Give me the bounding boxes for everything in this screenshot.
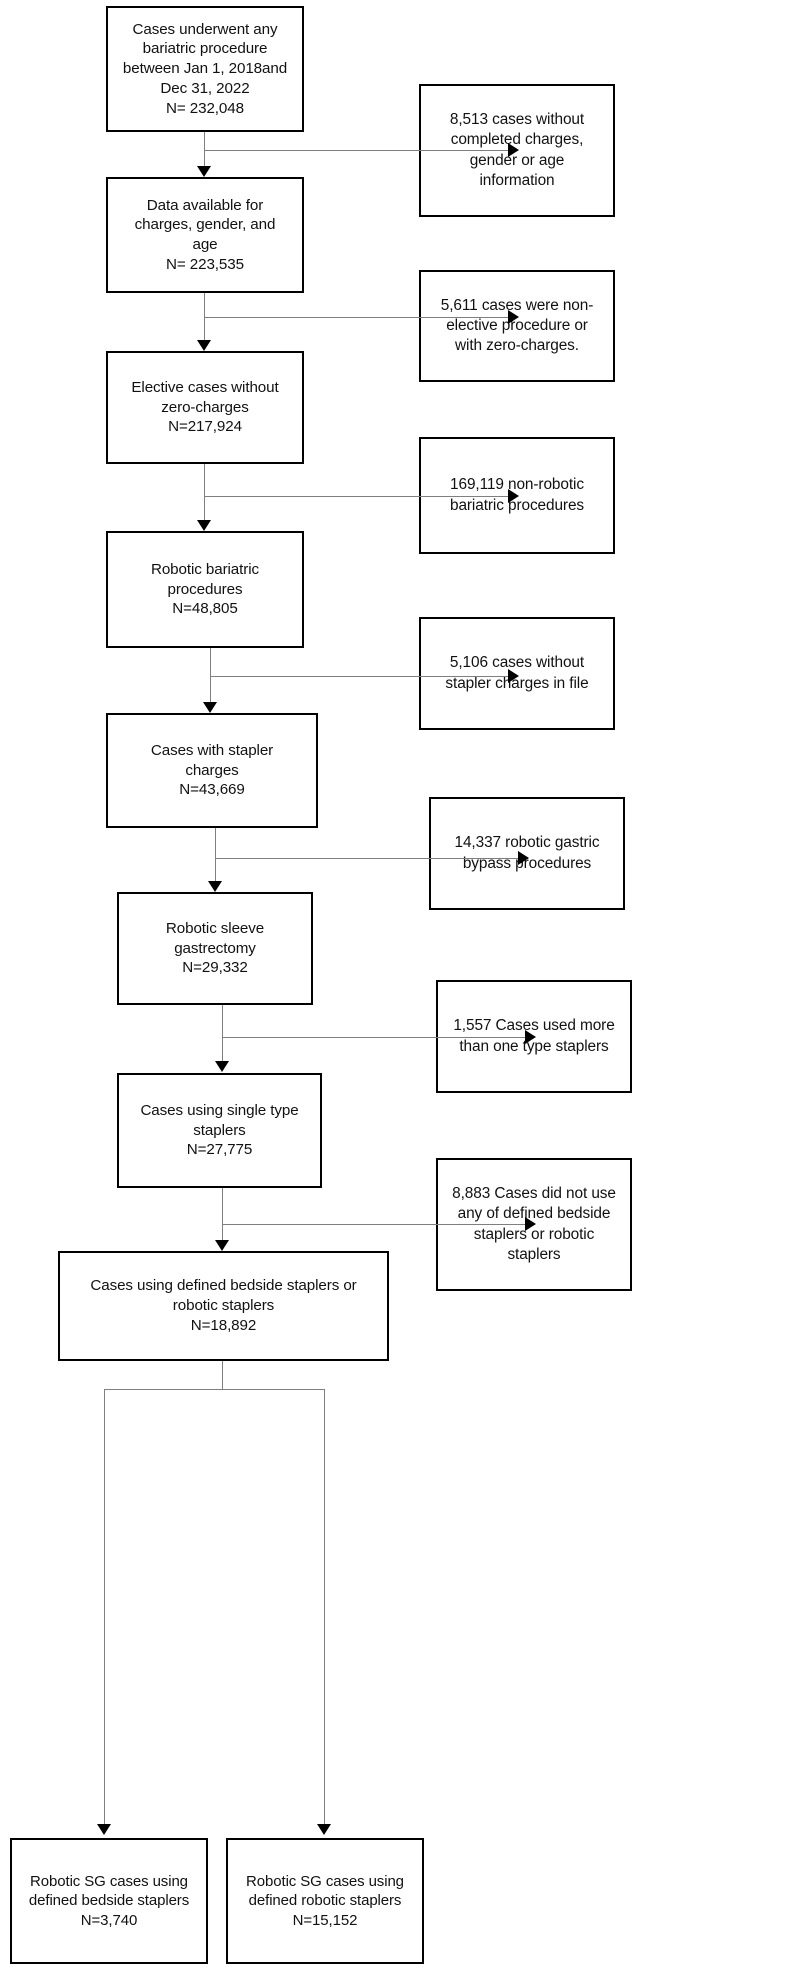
flow-node-elective-cases: Elective cases without zero-charges N=21… (106, 351, 304, 464)
connector-branch-1 (204, 150, 515, 151)
connector-split-horizontal (104, 1389, 324, 1390)
connector-branch-3 (204, 496, 515, 497)
arrowhead-right-2 (508, 310, 519, 324)
connector-vertical-5 (215, 828, 216, 884)
flow-node-defined-staplers: Cases using defined bedside staplers or … (58, 1251, 389, 1361)
flow-node-excl-no-stapler-charges: 5,106 cases without stapler charges in f… (419, 617, 615, 730)
connector-vertical-split-stem (222, 1361, 223, 1389)
arrowhead-down-4 (203, 702, 217, 713)
connector-vertical-3 (204, 464, 205, 523)
arrowhead-down-7 (215, 1240, 229, 1251)
arrowhead-down-3 (197, 520, 211, 531)
arrowhead-down-bedside (97, 1824, 111, 1835)
arrowhead-down-5 (208, 881, 222, 892)
flow-node-excl-non-robotic: 169,119 non-robotic bariatric procedures (419, 437, 615, 554)
connector-vertical-7 (222, 1188, 223, 1243)
connector-branch-6 (222, 1037, 532, 1038)
flow-node-robotic-sleeve: Robotic sleeve gastrectomy N=29,332 (117, 892, 313, 1005)
connector-branch-2 (204, 317, 515, 318)
arrowhead-down-robotic (317, 1824, 331, 1835)
connector-branch-7 (222, 1224, 532, 1225)
connector-vertical-2 (204, 293, 205, 343)
arrowhead-down-1 (197, 166, 211, 177)
flow-node-data-available: Data available for charges, gender, and … (106, 177, 304, 293)
arrowhead-down-6 (215, 1061, 229, 1072)
flow-node-stapler-charges: Cases with stapler charges N=43,669 (106, 713, 318, 828)
connector-branch-4 (210, 676, 515, 677)
connector-vertical-to-bedside (104, 1389, 105, 1827)
arrowhead-down-2 (197, 340, 211, 351)
connector-vertical-6 (222, 1005, 223, 1063)
flow-node-single-type-staplers: Cases using single type staplers N=27,77… (117, 1073, 322, 1188)
flow-node-terminal-robotic: Robotic SG cases using defined robotic s… (226, 1838, 424, 1964)
flow-node-excl-missing-info: 8,513 cases without completed charges, g… (419, 84, 615, 217)
arrowhead-right-1 (508, 143, 519, 157)
arrowhead-right-7 (525, 1217, 536, 1231)
flow-node-all-cases: Cases underwent any bariatric procedure … (106, 6, 304, 132)
arrowhead-right-5 (518, 851, 529, 865)
flow-node-terminal-bedside: Robotic SG cases using defined bedside s… (10, 1838, 208, 1964)
connector-branch-5 (215, 858, 525, 859)
flow-node-robotic-bariatric: Robotic bariatric procedures N=48,805 (106, 531, 304, 648)
flow-node-excl-non-elective: 5,611 cases were non- elective procedure… (419, 270, 615, 382)
connector-vertical-to-robotic (324, 1389, 325, 1827)
arrowhead-right-4 (508, 669, 519, 683)
arrowhead-right-6 (525, 1030, 536, 1044)
arrowhead-right-3 (508, 489, 519, 503)
